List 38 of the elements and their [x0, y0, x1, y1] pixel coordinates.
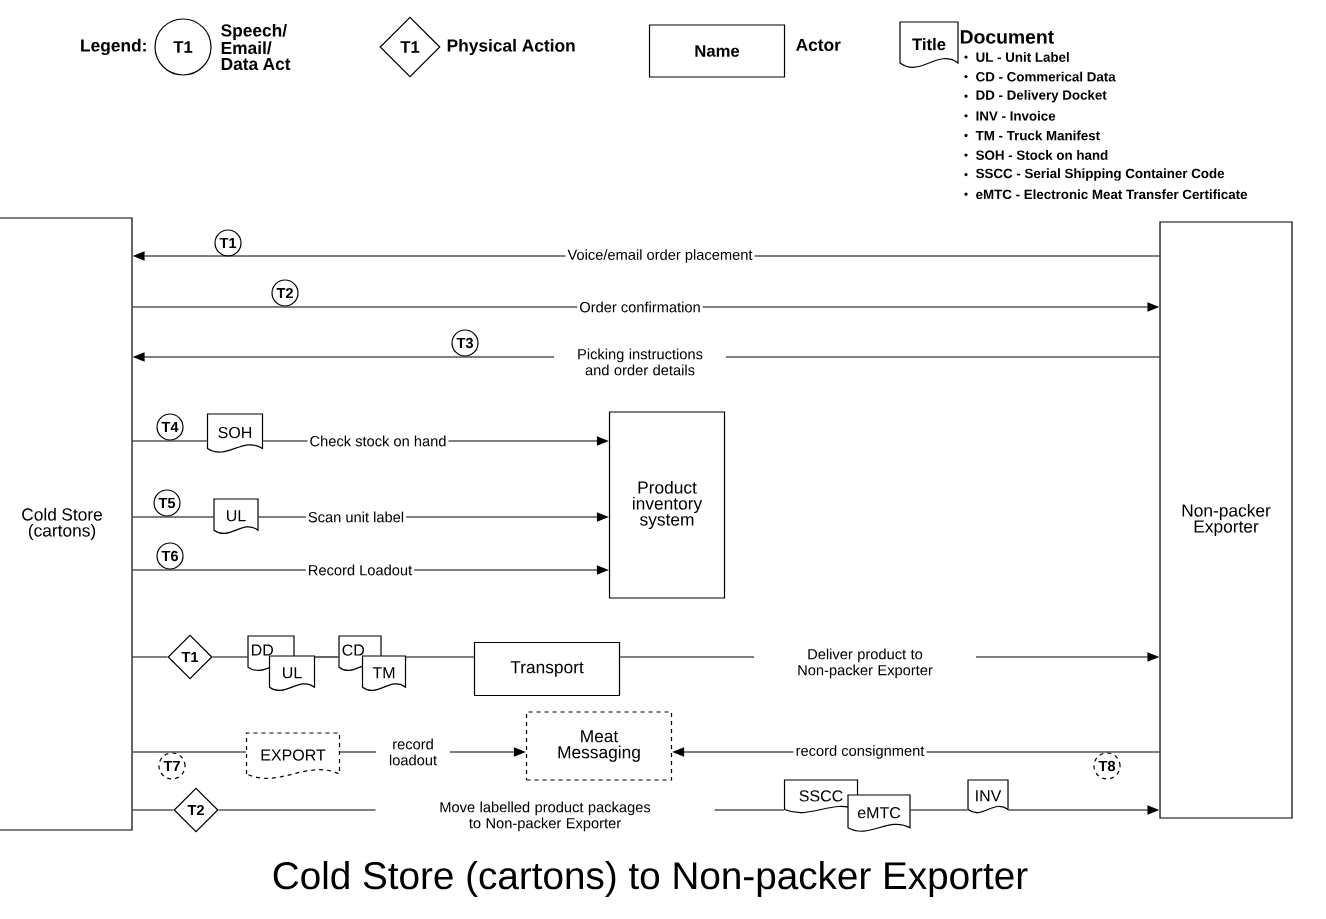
actor-box: Transport — [473, 641, 621, 697]
actor-box: Meat Messaging — [525, 711, 673, 781]
list-item: eMTC - Electronic Meat Transfer Certificate — [976, 189, 1248, 200]
actor-box: Non-packer Exporter — [1159, 221, 1293, 819]
connector-line — [132, 809, 174, 811]
legend-heading: Document — [960, 30, 1054, 44]
edge-label: Move labelled product packages to Non-packer Exporter — [375, 799, 715, 834]
edge-label: record consignment — [793, 743, 927, 761]
list-item: CD - Commerical Data — [976, 71, 1116, 82]
list-item: SSCC - Serial Shipping Container Code — [976, 168, 1225, 181]
list-item: INV - Invoice — [976, 110, 1056, 121]
connector-line — [132, 751, 247, 753]
connector-line — [910, 809, 968, 811]
edge-label: Deliver product to Non-packer Exporter — [754, 646, 976, 681]
edge-label: Scan unit label — [305, 509, 407, 525]
list-item: DD - Delivery Docket — [976, 90, 1107, 103]
edge-label: Picking instructions and order details — [554, 346, 726, 378]
edge-label: Record Loadout — [305, 562, 415, 578]
list-item: TM - Truck Manifest — [975, 130, 1100, 141]
edge-label: Voice/email order placement — [565, 247, 755, 265]
edge-label: record loadout — [376, 736, 450, 768]
connector-line — [314, 656, 339, 658]
connector-line — [132, 516, 214, 518]
edge-label: Order confirmation — [577, 299, 703, 315]
legend-text: Speech/ Email/ Data Act — [221, 23, 291, 71]
list-item: SOH - Stock on hand — [976, 150, 1108, 160]
list-item: UL - Unit Label — [976, 52, 1069, 62]
connector-line — [405, 656, 475, 658]
connector-line — [212, 656, 248, 658]
legend-text: Physical Action — [447, 38, 575, 56]
connector-line — [132, 440, 208, 442]
actor-box: Name — [648, 24, 786, 78]
connector-line — [132, 656, 168, 658]
actor-box: Cold Store (cartons) — [0, 217, 133, 831]
legend-text: Actor — [796, 38, 841, 52]
edge-label: Check stock on hand — [307, 433, 449, 449]
title: Cold Store (cartons) to Non-packer Exporter — [273, 860, 1028, 897]
actor-box: Product inventory system — [608, 411, 726, 599]
